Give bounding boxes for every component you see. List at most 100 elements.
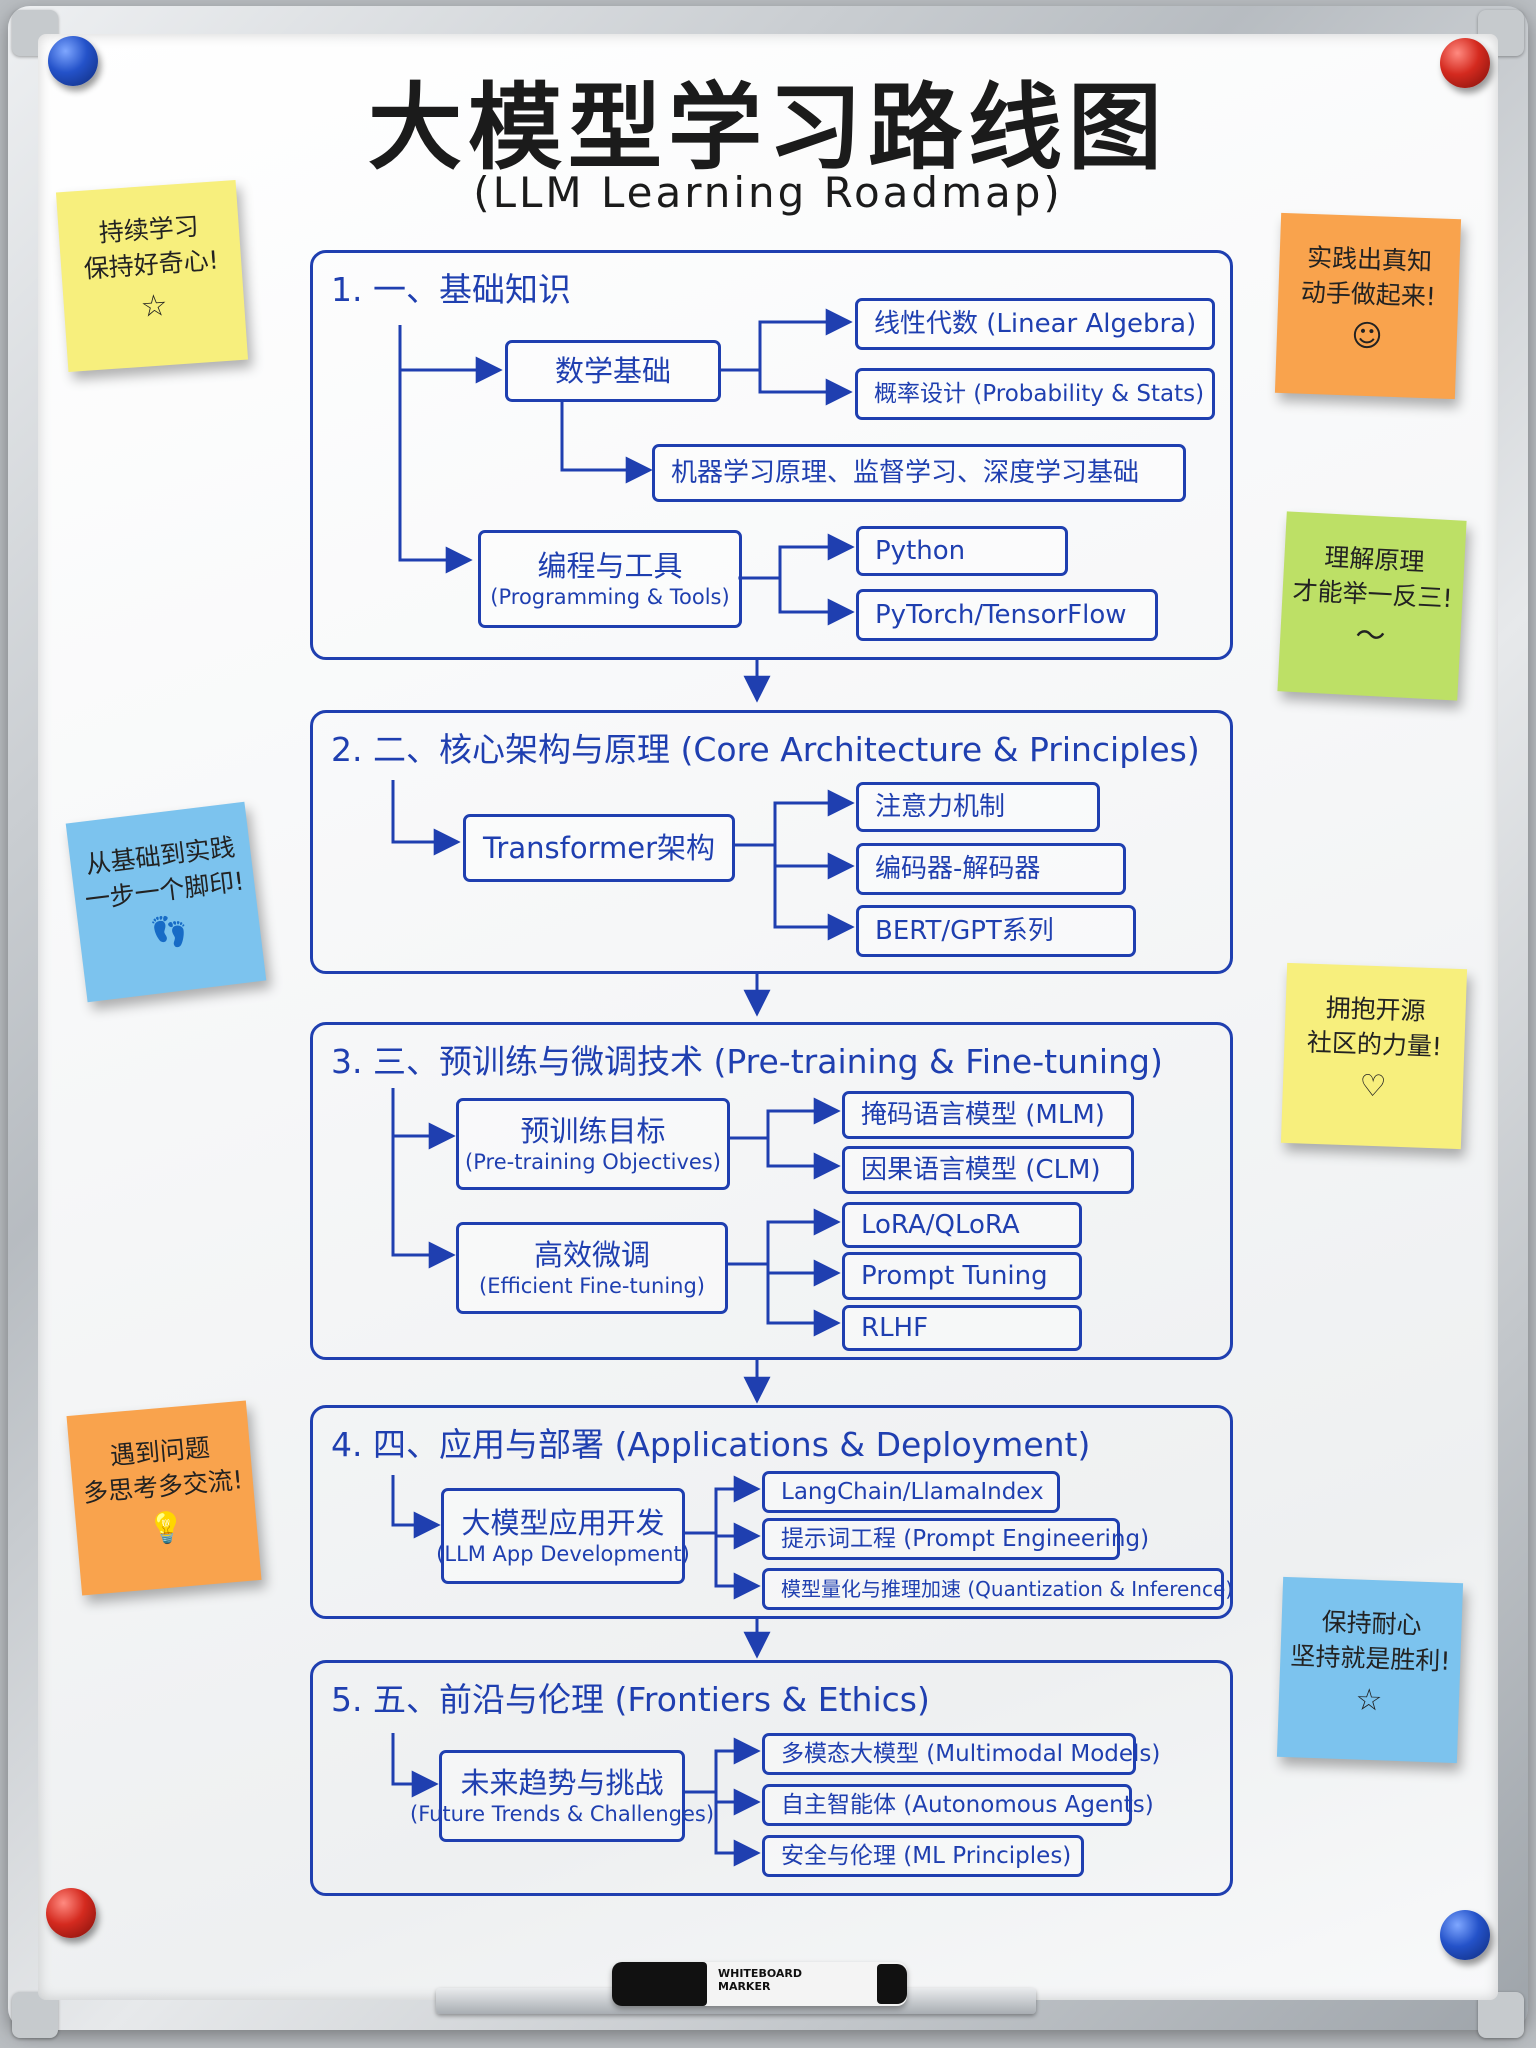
leaf-label: 自主智能体 (Autonomous Agents) bbox=[781, 1791, 1154, 1818]
leaf-prompt-engineering[interactable]: 提示词工程 (Prompt Engineering) bbox=[762, 1518, 1149, 1560]
leaf-rlhf[interactable]: RLHF bbox=[842, 1305, 1082, 1351]
sticky-note[interactable]: 遇到问题 多思考多交流! 💡 bbox=[66, 1400, 262, 1596]
note-line: 动手做起来! bbox=[1300, 277, 1437, 312]
lightbulb-icon: 💡 bbox=[146, 1509, 187, 1548]
magnet[interactable] bbox=[48, 36, 98, 86]
star-icon: ☆ bbox=[1354, 1682, 1383, 1719]
leaf-label: BERT/GPT系列 bbox=[875, 915, 1054, 946]
node-label: 大模型应用开发 bbox=[461, 1505, 665, 1540]
note-line: 多思考多交流! bbox=[82, 1465, 244, 1508]
magnet[interactable] bbox=[1440, 1910, 1490, 1960]
node-sublabel: (Future Trends & Challenges) bbox=[410, 1802, 715, 1826]
node-sublabel: (LLM App Development) bbox=[436, 1542, 690, 1566]
leaf-mlm[interactable]: 掩码语言模型 (MLM) bbox=[842, 1091, 1134, 1139]
magnet[interactable] bbox=[46, 1888, 96, 1938]
leaf-label: Python bbox=[875, 535, 966, 566]
node-sublabel: (Efficient Fine-tuning) bbox=[479, 1274, 705, 1298]
leaf-attention[interactable]: 注意力机制 bbox=[856, 782, 1100, 832]
leaf-label: 编码器-解码器 bbox=[875, 853, 1041, 884]
section-title: 2. 二、核心架构与原理 (Core Architecture & Princi… bbox=[331, 730, 1200, 769]
sticky-note[interactable]: 理解原理 才能举一反三! 〜 bbox=[1277, 511, 1467, 701]
sticky-note[interactable]: 实践出真知 动手做起来! ☺ bbox=[1274, 212, 1462, 400]
smiley-icon: ☺ bbox=[1350, 318, 1384, 355]
sticky-note[interactable]: 持续学习 保持好奇心! ☆ bbox=[55, 179, 249, 373]
node-label: 高效微调 bbox=[533, 1237, 650, 1272]
note-line: 才能举一反三! bbox=[1291, 575, 1454, 614]
leaf-quantization[interactable]: 模型量化与推理加速 (Quantization & Inference) bbox=[762, 1568, 1233, 1610]
note-line: 拥抱开源 bbox=[1325, 993, 1427, 1026]
leaf-lora[interactable]: LoRA/QLoRA bbox=[842, 1202, 1082, 1248]
leaf-langchain[interactable]: LangChain/LlamaIndex bbox=[762, 1471, 1060, 1513]
note-line: 坚持就是胜利! bbox=[1289, 1641, 1451, 1676]
leaf-prompt-tuning[interactable]: Prompt Tuning bbox=[842, 1252, 1082, 1300]
note-line: 实践出真知 bbox=[1306, 242, 1433, 277]
node-sublabel: (Programming & Tools) bbox=[490, 585, 730, 609]
leaf-ml-basics[interactable]: 机器学习原理、监督学习、深度学习基础 bbox=[652, 444, 1186, 502]
node-label: 预训练目标 bbox=[520, 1113, 666, 1148]
section-training: 3. 三、预训练与微调技术 (Pre-training & Fine-tunin… bbox=[310, 1022, 1233, 1360]
section-title: 1. 一、基础知识 bbox=[331, 270, 571, 309]
leaf-safety-ethics[interactable]: 安全与伦理 (ML Principles) bbox=[762, 1835, 1084, 1877]
leaf-encoder-decoder[interactable]: 编码器-解码器 bbox=[856, 843, 1126, 895]
section-title: 5. 五、前沿与伦理 (Frontiers & Ethics) bbox=[331, 1680, 930, 1719]
leaf-python[interactable]: Python bbox=[856, 526, 1068, 576]
note-line: 社区的力量! bbox=[1306, 1027, 1443, 1062]
marker-label: WHITEBOARD MARKER bbox=[718, 1967, 802, 1993]
section-architecture: 2. 二、核心架构与原理 (Core Architecture & Princi… bbox=[310, 710, 1233, 974]
marker-end bbox=[877, 1964, 907, 2004]
node-label: 数学基础 bbox=[554, 353, 671, 388]
magnet[interactable] bbox=[1440, 38, 1490, 88]
node-programming-tools[interactable]: 编程与工具 (Programming & Tools) bbox=[478, 530, 742, 628]
whiteboard-marker[interactable]: WHITEBOARD MARKER bbox=[612, 1962, 907, 2006]
node-llm-app-dev[interactable]: 大模型应用开发 (LLM App Development) bbox=[436, 1488, 690, 1584]
node-pretraining-objectives[interactable]: 预训练目标 (Pre-training Objectives) bbox=[456, 1098, 730, 1190]
node-label: 编程与工具 bbox=[537, 548, 683, 583]
note-line: 理解原理 bbox=[1323, 542, 1426, 577]
leaf-bert-gpt[interactable]: BERT/GPT系列 bbox=[856, 905, 1136, 957]
sticky-note[interactable]: 拥抱开源 社区的力量! ♡ bbox=[1280, 962, 1468, 1150]
leaf-autonomous-agents[interactable]: 自主智能体 (Autonomous Agents) bbox=[762, 1784, 1154, 1826]
section-title: 4. 四、应用与部署 (Applications & Deployment) bbox=[331, 1425, 1091, 1464]
leaf-label: 提示词工程 (Prompt Engineering) bbox=[781, 1525, 1150, 1552]
leaf-label: 线性代数 (Linear Algebra) bbox=[874, 308, 1197, 339]
leaf-label: Prompt Tuning bbox=[861, 1260, 1048, 1291]
leaf-probability[interactable]: 概率设计 (Probability & Stats) bbox=[855, 368, 1215, 420]
leaf-clm[interactable]: 因果语言模型 (CLM) bbox=[842, 1146, 1134, 1194]
leaf-linear-algebra[interactable]: 线性代数 (Linear Algebra) bbox=[855, 298, 1215, 350]
section-applications: 4. 四、应用与部署 (Applications & Deployment) bbox=[310, 1405, 1233, 1619]
whiteboard-surface bbox=[38, 34, 1498, 2000]
sticky-note[interactable]: 保持耐心 坚持就是胜利! ☆ bbox=[1276, 1576, 1464, 1764]
note-line: 保持耐心 bbox=[1321, 1607, 1423, 1640]
page-title: 大模型学习路线图 bbox=[367, 74, 1168, 183]
node-math-foundations[interactable]: 数学基础 bbox=[505, 340, 721, 402]
leaf-label: 机器学习原理、监督学习、深度学习基础 bbox=[671, 457, 1140, 488]
section-title: 3. 三、预训练与微调技术 (Pre-training & Fine-tunin… bbox=[331, 1042, 1163, 1081]
leaf-label: 因果语言模型 (CLM) bbox=[861, 1154, 1101, 1185]
footprints-icon: 👣 bbox=[149, 912, 191, 952]
section-frontiers: 5. 五、前沿与伦理 (Frontiers & Ethics) bbox=[310, 1660, 1233, 1896]
node-label: 未来趋势与挑战 bbox=[460, 1765, 664, 1800]
leaf-pytorch-tensorflow[interactable]: PyTorch/TensorFlow bbox=[856, 589, 1158, 641]
node-label: Transformer架构 bbox=[482, 830, 715, 865]
leaf-label: 模型量化与推理加速 (Quantization & Inference) bbox=[781, 1576, 1234, 1601]
page-subtitle: (LLM Learning Roadmap) bbox=[473, 168, 1063, 217]
leaf-label: LoRA/QLoRA bbox=[861, 1209, 1020, 1240]
leaf-label: LangChain/LlamaIndex bbox=[781, 1478, 1044, 1505]
star-icon: ☆ bbox=[139, 288, 169, 325]
node-sublabel: (Pre-training Objectives) bbox=[465, 1150, 721, 1174]
marker-label-line: WHITEBOARD bbox=[718, 1967, 803, 1980]
leaf-label: 多模态大模型 (Multimodal Models) bbox=[781, 1740, 1161, 1767]
leaf-label: 安全与伦理 (ML Principles) bbox=[781, 1842, 1072, 1869]
leaf-label: 注意力机制 bbox=[875, 791, 1006, 822]
squiggle-icon: 〜 bbox=[1354, 618, 1387, 655]
leaf-label: 概率设计 (Probability & Stats) bbox=[874, 380, 1205, 407]
leaf-label: PyTorch/TensorFlow bbox=[875, 599, 1127, 630]
marker-cap bbox=[612, 1962, 707, 2006]
node-efficient-finetuning[interactable]: 高效微调 (Efficient Fine-tuning) bbox=[456, 1222, 728, 1314]
node-future-trends[interactable]: 未来趋势与挑战 (Future Trends & Challenges) bbox=[410, 1750, 714, 1842]
leaf-multimodal[interactable]: 多模态大模型 (Multimodal Models) bbox=[762, 1733, 1160, 1775]
sticky-note[interactable]: 从基础到实践 一步一个脚印! 👣 bbox=[65, 801, 267, 1003]
node-transformer[interactable]: Transformer架构 bbox=[463, 814, 735, 882]
